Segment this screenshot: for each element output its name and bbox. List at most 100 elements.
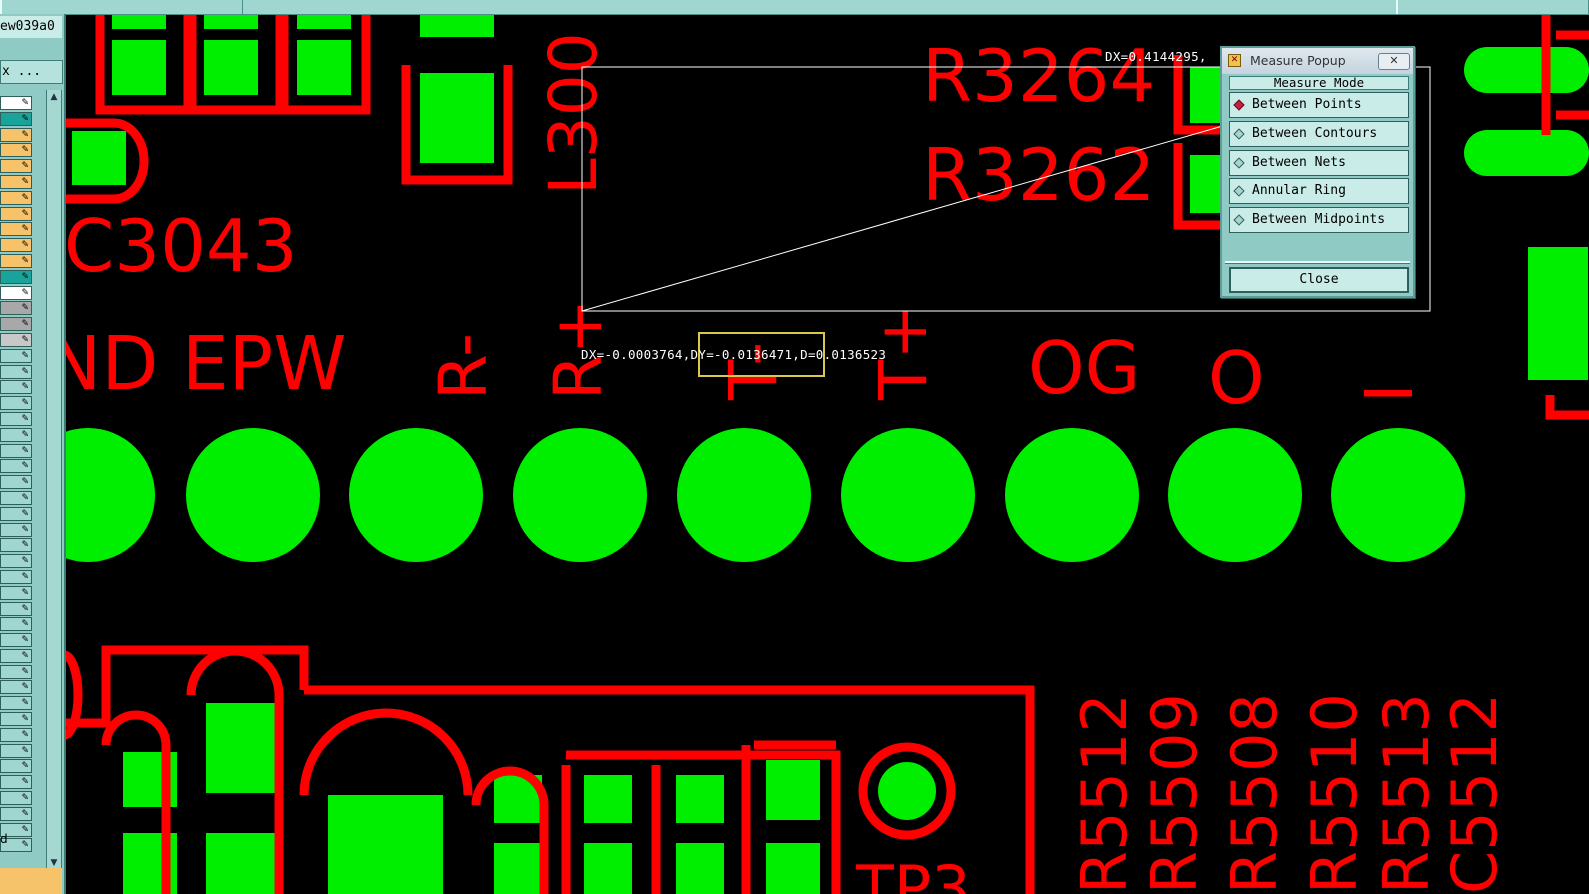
pencil-icon[interactable]: ✎ <box>21 161 29 172</box>
pencil-icon[interactable]: ✎ <box>21 477 29 488</box>
pencil-icon[interactable]: ✎ <box>21 793 29 804</box>
pencil-icon[interactable]: ✎ <box>21 366 29 377</box>
layer-row[interactable]: ✎ <box>0 96 32 110</box>
layer-row[interactable]: ✎ <box>0 111 32 126</box>
pencil-icon[interactable]: ✎ <box>21 682 29 693</box>
layer-row[interactable]: ✎ <box>0 838 32 853</box>
toolbar-segment[interactable] <box>1396 0 1589 14</box>
layer-row[interactable]: ✎ <box>0 759 32 774</box>
pencil-icon[interactable]: ✎ <box>21 461 29 472</box>
active-layer-swatch[interactable] <box>0 868 62 894</box>
pencil-icon[interactable]: ✎ <box>21 808 29 819</box>
layer-row[interactable]: ✎ <box>0 696 32 711</box>
panel-menu-button[interactable]: x ... <box>0 60 63 84</box>
pencil-icon[interactable]: ✎ <box>21 176 29 187</box>
pencil-icon[interactable]: ✎ <box>21 271 29 282</box>
pencil-icon[interactable]: ✎ <box>21 714 29 725</box>
pencil-icon[interactable]: ✎ <box>21 129 29 140</box>
layer-row[interactable]: ✎ <box>0 459 32 474</box>
toolbar-segment[interactable] <box>0 0 243 14</box>
pencil-icon[interactable]: ✎ <box>21 650 29 661</box>
pencil-icon[interactable]: ✎ <box>21 445 29 456</box>
layer-row[interactable]: ✎ <box>0 680 32 695</box>
layer-row[interactable]: ✎ <box>0 806 32 821</box>
pencil-icon[interactable]: ✎ <box>21 635 29 646</box>
pencil-icon[interactable]: ✎ <box>21 334 29 345</box>
mode-between-midpoints[interactable]: Between Midpoints <box>1229 207 1409 233</box>
mode-between-points[interactable]: Between Points <box>1229 92 1409 118</box>
layer-row[interactable]: ✎ <box>0 538 32 553</box>
layer-row[interactable]: ✎ <box>0 775 32 790</box>
layer-row[interactable]: ✎ <box>0 127 32 142</box>
layer-row[interactable]: ✎ <box>0 743 32 758</box>
close-button[interactable]: Close <box>1229 267 1409 293</box>
layer-row[interactable]: ✎ <box>0 348 32 363</box>
pencil-icon[interactable]: ✎ <box>21 287 29 298</box>
layer-row[interactable]: ✎ <box>0 569 32 584</box>
layer-row[interactable]: ✎ <box>0 648 32 663</box>
pencil-icon[interactable]: ✎ <box>21 666 29 677</box>
pencil-icon[interactable]: ✎ <box>21 508 29 519</box>
layer-row[interactable]: ✎ <box>0 332 32 347</box>
pencil-icon[interactable]: ✎ <box>21 777 29 788</box>
layer-row[interactable]: ✎ <box>0 269 32 284</box>
scroll-down-icon[interactable]: ▼ <box>50 858 58 868</box>
layer-row[interactable]: ✎ <box>0 443 32 458</box>
layer-row[interactable]: ✎ <box>0 585 32 600</box>
pencil-icon[interactable]: ✎ <box>21 603 29 614</box>
pencil-icon[interactable]: ✎ <box>21 255 29 266</box>
layer-row[interactable]: ✎ <box>0 222 32 237</box>
pencil-icon[interactable]: ✎ <box>21 619 29 630</box>
layer-row[interactable]: ✎ <box>0 190 32 205</box>
popup-titlebar[interactable]: ✕ Measure Popup ✕ <box>1222 48 1413 74</box>
pencil-icon[interactable]: ✎ <box>21 729 29 740</box>
pencil-icon[interactable]: ✎ <box>21 824 29 835</box>
layer-row[interactable]: ✎ <box>0 427 32 442</box>
layer-row[interactable]: ✎ <box>0 822 32 837</box>
pencil-icon[interactable]: ✎ <box>21 382 29 393</box>
pencil-icon[interactable]: ✎ <box>21 224 29 235</box>
layer-row[interactable]: ✎ <box>0 159 32 174</box>
pencil-icon[interactable]: ✎ <box>21 761 29 772</box>
pencil-icon[interactable]: ✎ <box>21 208 29 219</box>
pencil-icon[interactable]: ✎ <box>21 698 29 709</box>
layer-row[interactable]: ✎ <box>0 143 32 158</box>
layer-row[interactable]: ✎ <box>0 411 32 426</box>
pencil-icon[interactable]: ✎ <box>21 540 29 551</box>
layer-row[interactable]: ✎ <box>0 664 32 679</box>
pencil-icon[interactable]: ✎ <box>21 113 29 124</box>
pencil-icon[interactable]: ✎ <box>21 240 29 251</box>
layer-row[interactable]: ✎ <box>0 633 32 648</box>
layer-row[interactable]: ✎ <box>0 617 32 632</box>
pencil-icon[interactable]: ✎ <box>21 413 29 424</box>
pcb-canvas[interactable]: C3043 R3264 R3262 L300 ND EPW R- R+ T- T… <box>66 15 1589 894</box>
mode-between-nets[interactable]: Between Nets <box>1229 150 1409 176</box>
layer-row[interactable]: ✎ <box>0 301 32 316</box>
pencil-icon[interactable]: ✎ <box>21 192 29 203</box>
layer-row[interactable]: ✎ <box>0 238 32 253</box>
pencil-icon[interactable]: ✎ <box>21 398 29 409</box>
pencil-icon[interactable]: ✎ <box>21 98 29 108</box>
layer-row[interactable]: ✎ <box>0 253 32 268</box>
layer-list-scrollbar[interactable]: ▲ ▼ <box>46 90 62 870</box>
pencil-icon[interactable]: ✎ <box>21 745 29 756</box>
layer-row[interactable]: ✎ <box>0 490 32 505</box>
pencil-icon[interactable]: ✎ <box>21 429 29 440</box>
pencil-icon[interactable]: ✎ <box>21 492 29 503</box>
pencil-icon[interactable]: ✎ <box>21 840 29 851</box>
layer-row[interactable]: ✎ <box>0 380 32 395</box>
pencil-icon[interactable]: ✎ <box>21 556 29 567</box>
pencil-icon[interactable]: ✎ <box>21 145 29 156</box>
layer-row[interactable]: ✎ <box>0 727 32 742</box>
pencil-icon[interactable]: ✎ <box>21 350 29 361</box>
pencil-icon[interactable]: ✎ <box>21 587 29 598</box>
layer-row[interactable]: ✎ <box>0 206 32 221</box>
mode-annular-ring[interactable]: Annular Ring <box>1229 178 1409 204</box>
scroll-up-icon[interactable]: ▲ <box>50 92 58 102</box>
layer-row[interactable]: ✎ <box>0 554 32 569</box>
layer-row[interactable]: ✎ <box>0 712 32 727</box>
close-icon[interactable]: ✕ <box>1378 53 1410 70</box>
layer-row[interactable]: ✎ <box>0 791 32 806</box>
layer-row[interactable]: ✎ <box>0 475 32 490</box>
pencil-icon[interactable]: ✎ <box>21 303 29 314</box>
